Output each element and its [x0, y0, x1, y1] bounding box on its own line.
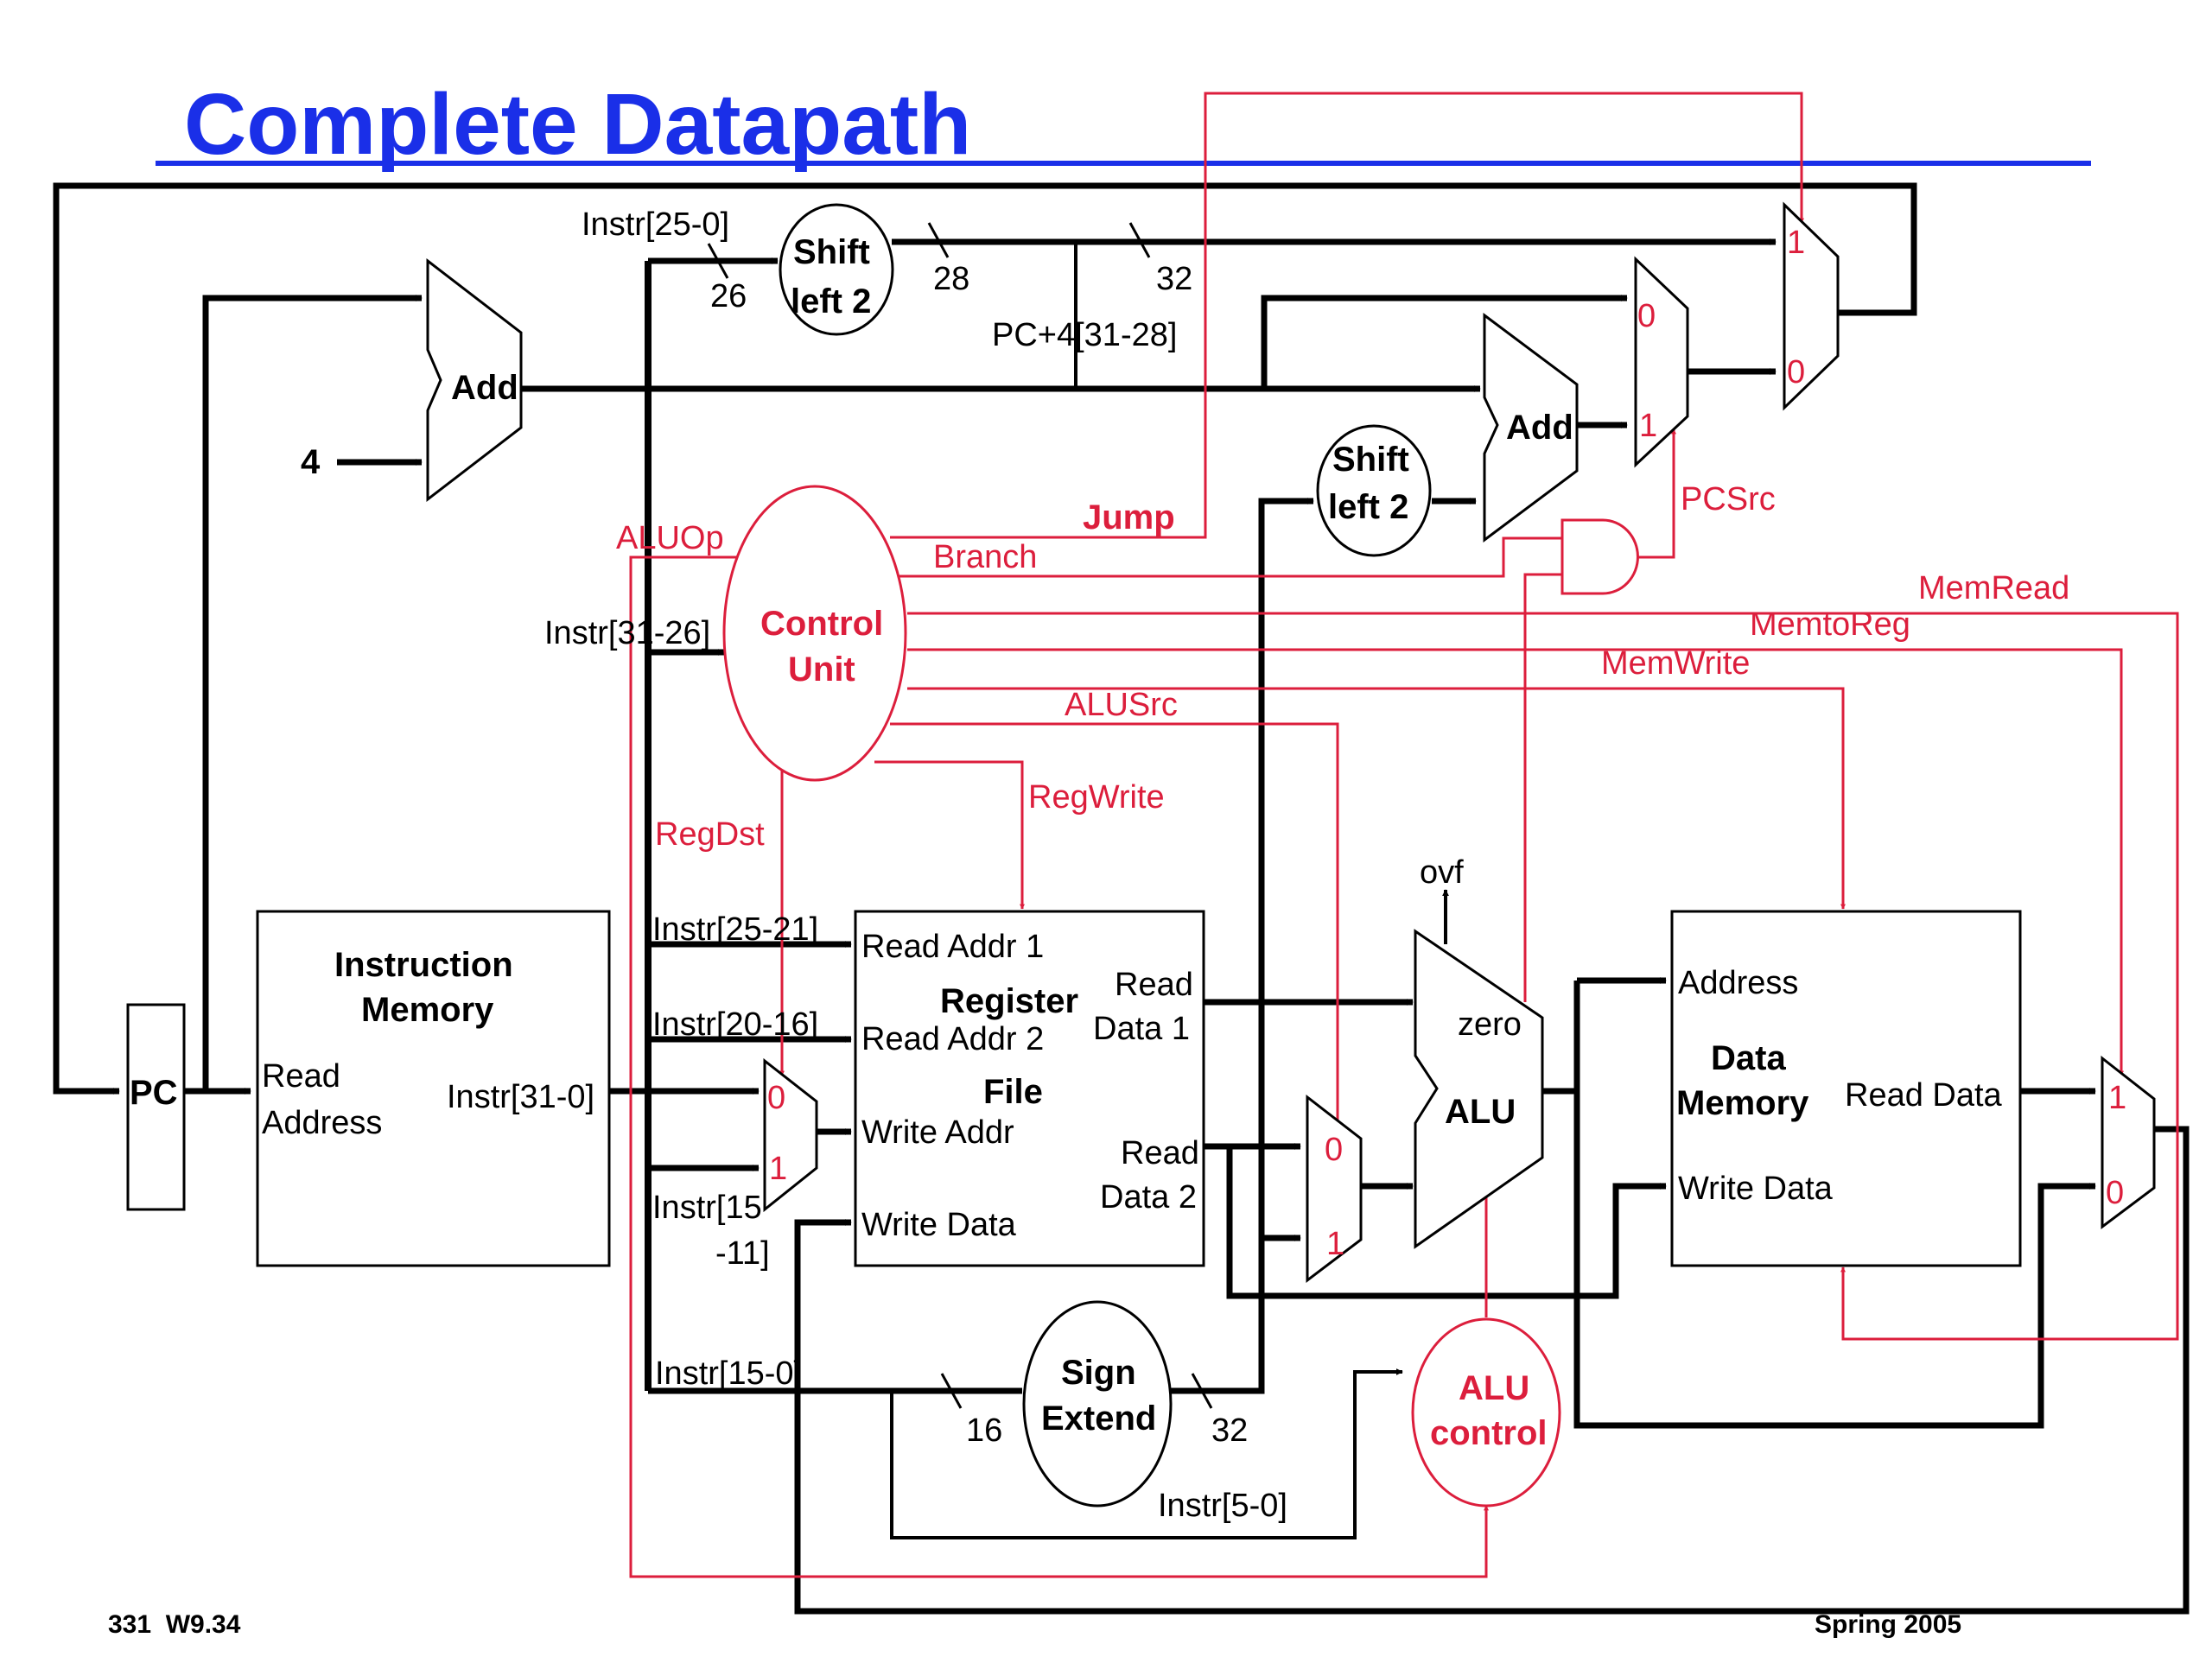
- branch-adder-label: Add: [1506, 409, 1573, 447]
- control-unit-line2: Unit: [788, 651, 855, 689]
- signal-memwrite: MemWrite: [1601, 645, 1750, 682]
- jump-mux: [1783, 201, 1840, 411]
- memtoreg-mux-1: 1: [2108, 1080, 2126, 1116]
- alu-control-line2: control: [1430, 1414, 1548, 1452]
- sign-extend-line2: Extend: [1041, 1400, 1156, 1438]
- shift-top-line2: left 2: [791, 282, 871, 321]
- alu-zero-label: zero: [1458, 1006, 1522, 1043]
- label-16: 16: [966, 1412, 1002, 1449]
- const-four-label: 4: [301, 443, 321, 481]
- shift-left-2-jump: [779, 203, 894, 336]
- signal-memtoreg: MemtoReg: [1750, 606, 1910, 643]
- label-26: 26: [710, 278, 747, 314]
- branch-mux-0: 0: [1637, 298, 1656, 334]
- imem-title-2: Memory: [361, 991, 494, 1029]
- label-instr-25-0: Instr[25-0]: [582, 206, 729, 243]
- label-instr-15-11-b: -11]: [715, 1235, 770, 1272]
- imem-title-1: Instruction: [334, 946, 513, 984]
- shift-top-line1: Shift: [793, 233, 870, 271]
- branch-mux: [1634, 256, 1689, 468]
- dmem-write-data: Write Data: [1678, 1171, 1834, 1207]
- branch-mux-1: 1: [1639, 408, 1657, 444]
- shift-mid-line1: Shift: [1332, 441, 1409, 479]
- signal-regdst: RegDst: [655, 816, 765, 853]
- label-32-top: 32: [1156, 261, 1192, 297]
- shift-left-2-branch: [1316, 424, 1432, 557]
- alu-control: [1411, 1317, 1561, 1507]
- alusrc-mux-0: 0: [1325, 1132, 1343, 1168]
- branch-adder: [1483, 313, 1579, 543]
- imem-out: Instr[31-0]: [447, 1079, 594, 1115]
- page-title: Complete Datapath: [184, 76, 971, 173]
- pc-register: [126, 1003, 186, 1211]
- label-32-bottom: 32: [1211, 1412, 1248, 1449]
- shift-mid-line2: left 2: [1328, 488, 1408, 526]
- regdst-mux-0: 0: [767, 1080, 785, 1116]
- regfile-write-addr: Write Addr: [861, 1114, 1014, 1151]
- signal-pcsrc: PCSrc: [1681, 481, 1776, 517]
- signal-aluop: ALUOp: [616, 520, 724, 556]
- regfile-read-data-2a: Read: [1121, 1135, 1199, 1171]
- sign-extend: [1022, 1300, 1173, 1507]
- control-unit: [722, 485, 907, 782]
- register-file: [854, 910, 1205, 1267]
- memtoreg-mux-0: 0: [2106, 1175, 2124, 1211]
- dmem-read-data: Read Data: [1845, 1077, 2003, 1114]
- pc-adder: [426, 257, 523, 503]
- control-unit-line1: Control: [760, 605, 883, 643]
- label-pc4-31-28: PC+4[31-28]: [992, 317, 1177, 353]
- data-memory: [1670, 910, 2022, 1267]
- regfile-title-2: File: [983, 1073, 1043, 1111]
- footer-right: Spring 2005: [1815, 1610, 1961, 1639]
- instruction-memory: [256, 910, 611, 1267]
- label-instr-5-0: Instr[5-0]: [1158, 1488, 1287, 1524]
- regfile-read-data-2b: Data 2: [1100, 1179, 1197, 1216]
- imem-read-2: Address: [262, 1105, 382, 1141]
- sign-extend-line1: Sign: [1061, 1354, 1136, 1392]
- regfile-write-data: Write Data: [861, 1207, 1017, 1243]
- regfile-read-data-1b: Data 1: [1093, 1011, 1190, 1047]
- label-instr-31-26: Instr[31-26]: [544, 615, 710, 651]
- control-signal-labels: ALUOp Jump Branch PCSrc MemRead MemtoReg…: [616, 481, 2069, 853]
- label-instr-25-21: Instr[25-21]: [652, 911, 818, 948]
- control-lines: [629, 92, 2179, 1578]
- alu: [1414, 929, 1544, 1249]
- footer-left: 331 W9.34: [108, 1610, 241, 1639]
- alu-ovf-label: ovf: [1420, 854, 1464, 891]
- title-underline: [156, 161, 2091, 166]
- wire-labels: Instr[25-0] 26 28 32 PC+4[31-28] Instr[3…: [544, 206, 1287, 1524]
- regfile-title-1: Register: [940, 982, 1078, 1020]
- alusrc-mux-1: 1: [1326, 1226, 1344, 1262]
- memtoreg-mux: [2101, 1055, 2156, 1229]
- branch-and-gate: [1560, 518, 1639, 595]
- dmem-title-2: Memory: [1676, 1084, 1809, 1122]
- label-instr-20-16: Instr[20-16]: [652, 1006, 818, 1043]
- pc-adder-label: Add: [451, 369, 518, 407]
- label-28: 28: [933, 261, 969, 297]
- alusrc-mux: [1306, 1094, 1363, 1284]
- jump-mux-1: 1: [1787, 225, 1805, 261]
- regdst-mux-1: 1: [769, 1151, 787, 1187]
- alu-label: ALU: [1445, 1093, 1516, 1131]
- label-instr-15-11-a: Instr[15: [652, 1190, 762, 1226]
- regfile-read-addr-2: Read Addr 2: [861, 1021, 1044, 1057]
- regfile-read-data-1a: Read: [1115, 967, 1193, 1003]
- signal-memread: MemRead: [1918, 570, 2069, 606]
- signal-regwrite: RegWrite: [1028, 779, 1165, 816]
- dmem-title-1: Data: [1711, 1039, 1786, 1077]
- signal-alusrc: ALUSrc: [1065, 687, 1178, 723]
- alu-control-line1: ALU: [1459, 1369, 1529, 1407]
- regfile-read-addr-1: Read Addr 1: [861, 929, 1044, 965]
- signal-branch: Branch: [933, 539, 1037, 575]
- datapath-wires: [53, 182, 2190, 1615]
- jump-mux-0: 0: [1787, 354, 1805, 390]
- regdst-mux: [763, 1057, 818, 1213]
- pc-label: PC: [130, 1074, 178, 1112]
- dmem-address: Address: [1678, 965, 1798, 1001]
- imem-read-1: Read: [262, 1058, 340, 1095]
- signal-jump: Jump: [1083, 498, 1175, 536]
- label-instr-15-0: Instr[15-0]: [655, 1355, 803, 1392]
